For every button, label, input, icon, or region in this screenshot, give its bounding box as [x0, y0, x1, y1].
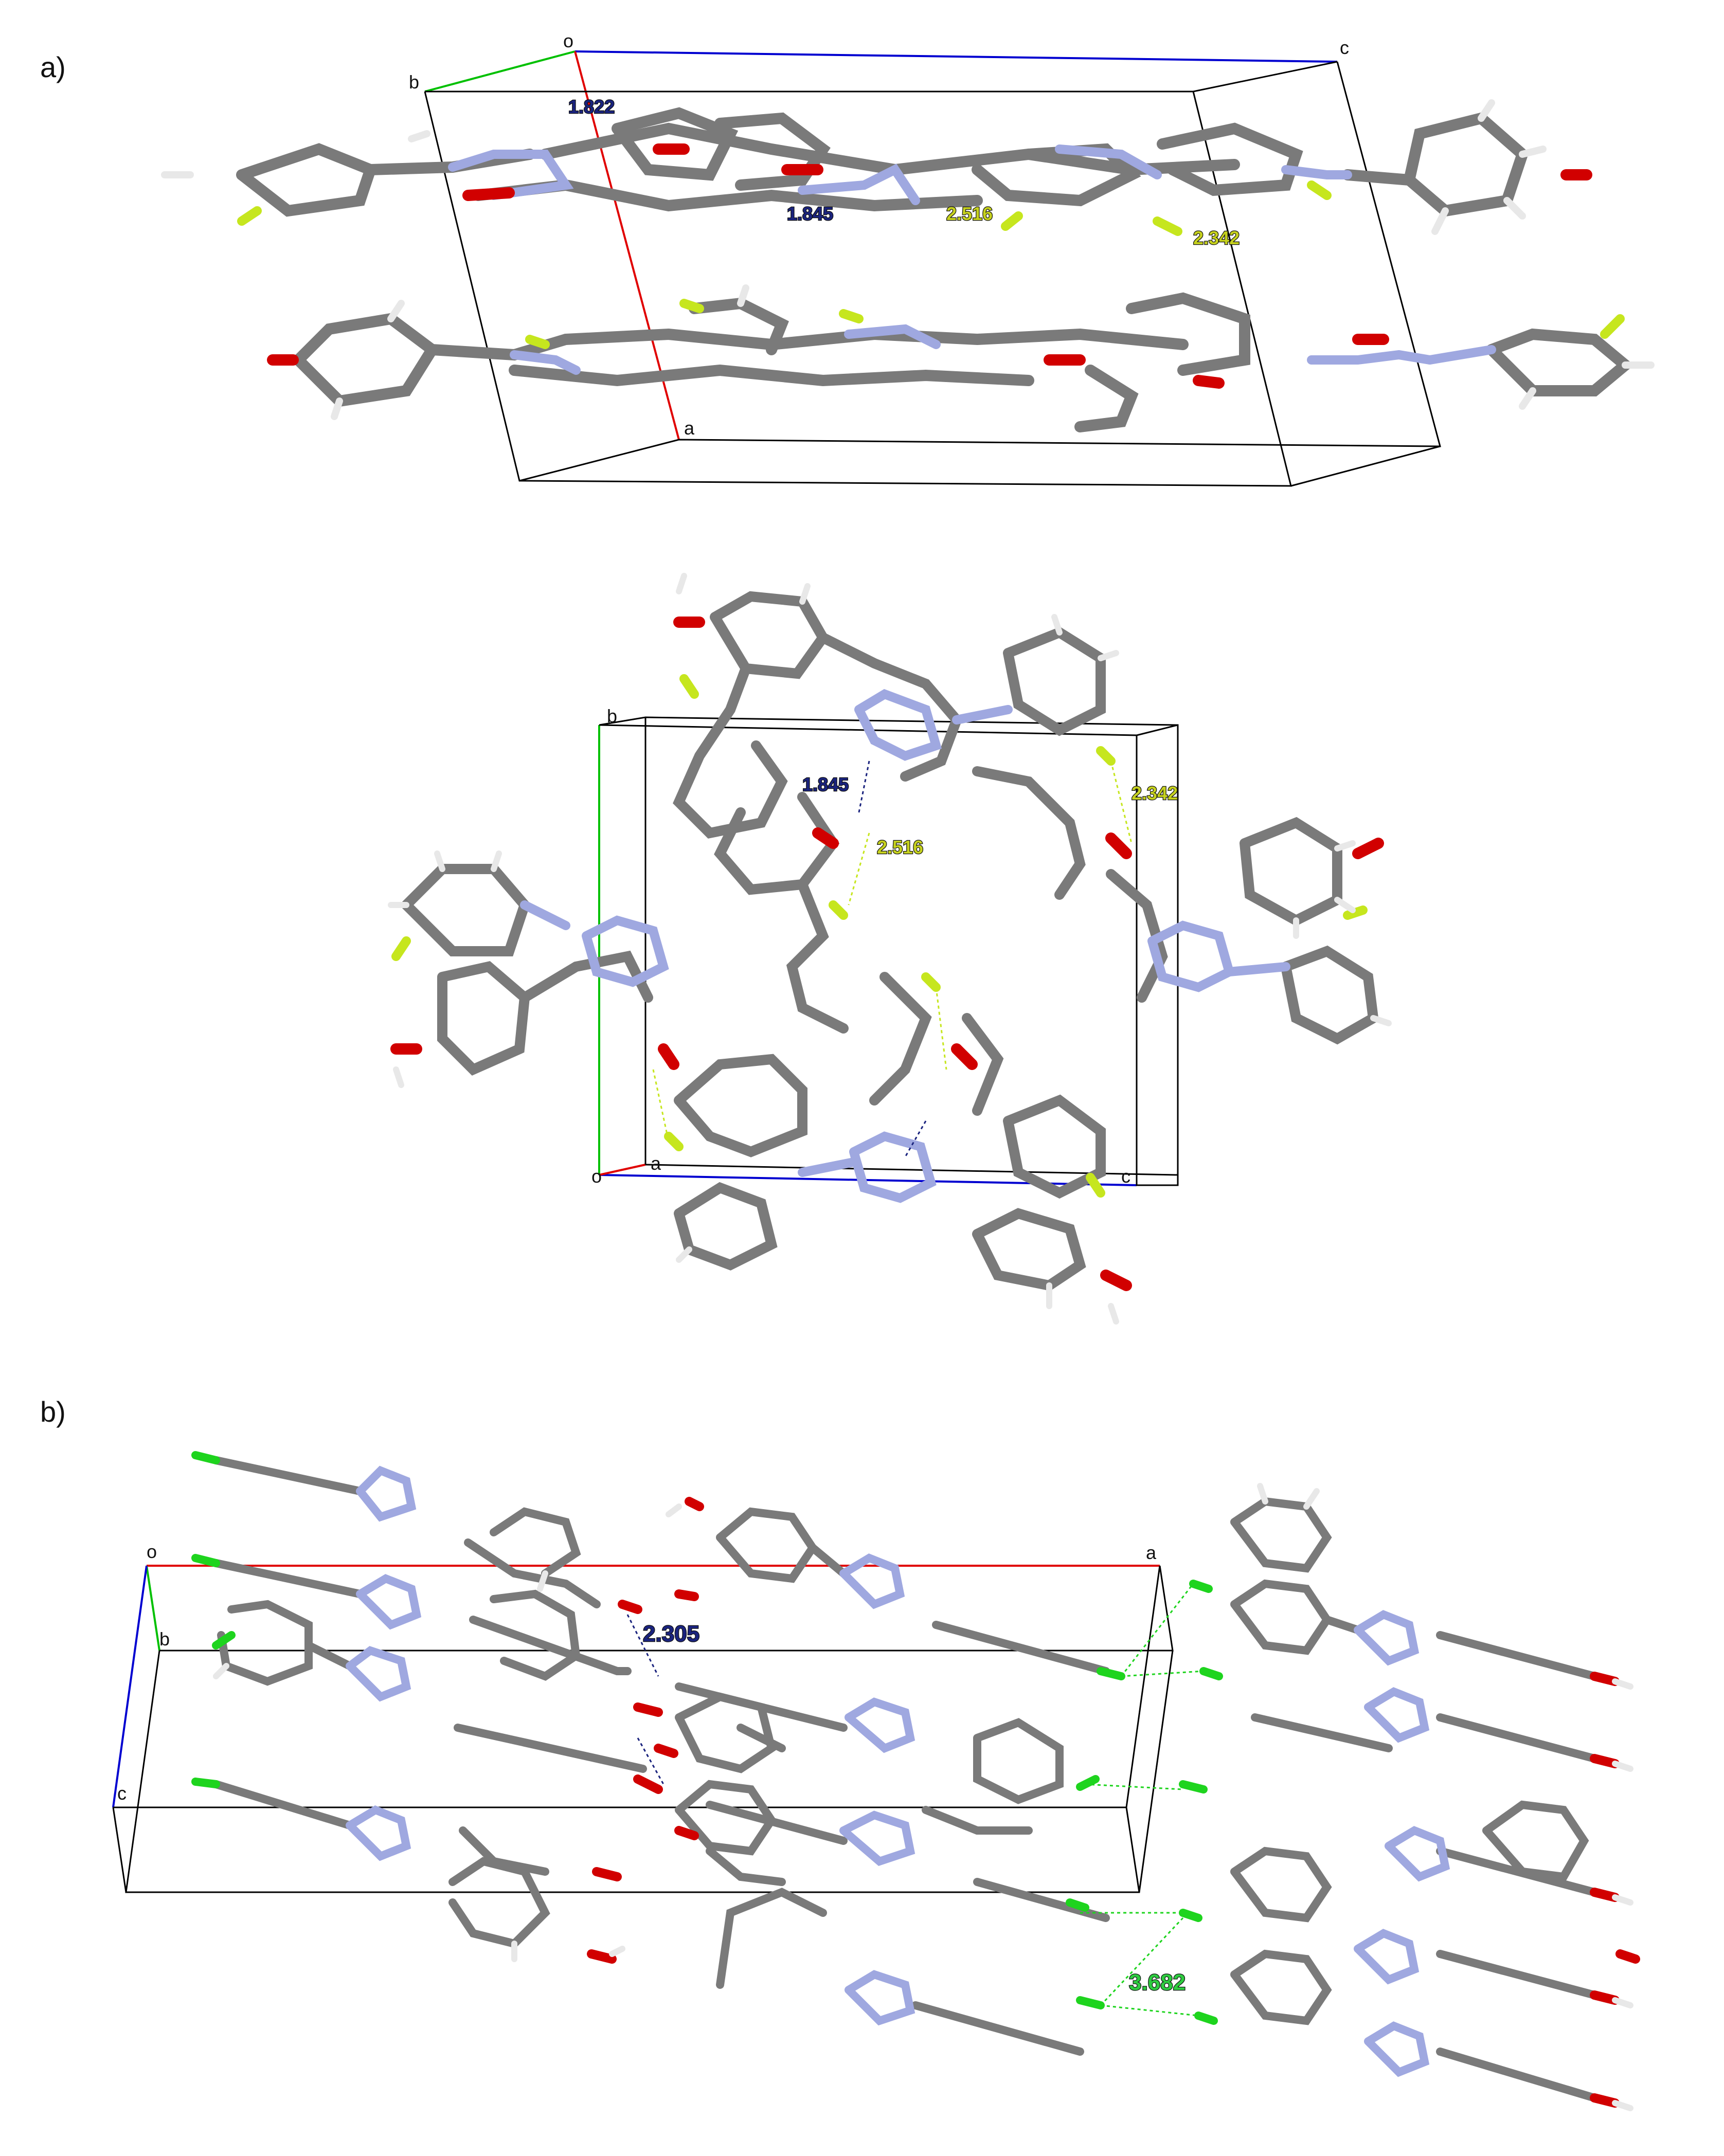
- unit-cell-b: o b c a: [112, 1541, 1174, 1893]
- molecule-layer-upper: [161, 99, 1592, 236]
- cell-axis-c: [574, 50, 1338, 63]
- cell-edge: [1125, 1807, 1140, 1893]
- distance-label-1: 2.305: [643, 1621, 699, 1646]
- cell-label-c: c: [1121, 1166, 1130, 1187]
- hbond-contact: [652, 1069, 670, 1142]
- cell-label-b: b: [159, 1628, 170, 1650]
- hbond-contact: [626, 1614, 659, 1677]
- halogen-contact: [1100, 2004, 1199, 2017]
- hbond-contact: [858, 760, 870, 813]
- unit-cell-a2: o b c a: [591, 705, 1179, 1187]
- distance-label-1: 1.845: [802, 774, 849, 795]
- cell-label-origin: o: [563, 30, 573, 51]
- panel-a-view-2: o b c a: [388, 573, 1392, 1325]
- hbond-contact: [1110, 760, 1133, 844]
- panel-label-a: a): [40, 51, 66, 83]
- cell-edge: [1136, 724, 1178, 736]
- cell-label-origin: o: [591, 1166, 602, 1187]
- cell-label-b: b: [607, 705, 617, 727]
- distance-label-3: 2.342: [1132, 783, 1178, 804]
- distance-label-2: 1.845: [787, 203, 833, 224]
- molecule-ring-assembly: [388, 573, 1392, 1325]
- distance-label-4: 2.342: [1193, 227, 1240, 248]
- hbond-contact: [904, 1120, 927, 1157]
- cell-label-a: a: [684, 418, 695, 439]
- distance-labels-b: 2.305 3.682: [642, 1621, 1187, 1996]
- cell-axis-c: [112, 1565, 148, 1808]
- cell-axis-b: [424, 50, 576, 93]
- cell-edge: [112, 1807, 127, 1893]
- cell-label-b: b: [409, 71, 419, 93]
- panel-a-view-1: a) o b c a: [40, 30, 1655, 487]
- hbond-contact: [848, 832, 870, 905]
- cell-edge: [519, 61, 1441, 482]
- hbond-contact: [935, 987, 947, 1070]
- cell-edge: [425, 61, 1338, 93]
- cell-edge: [125, 1650, 1174, 1893]
- panel-label-b: b): [40, 1396, 66, 1428]
- halogen-contact: [1085, 1783, 1183, 1790]
- cell-edge: [424, 91, 1292, 487]
- cell-label-c: c: [1340, 37, 1349, 58]
- cell-axis-c: [599, 1174, 1137, 1186]
- unit-cell-a1: o b c a: [409, 30, 1441, 487]
- cell-label-origin: o: [147, 1541, 157, 1562]
- distance-label-1: 1.822: [568, 96, 615, 117]
- distance-label-3: 2.516: [946, 203, 993, 224]
- cell-edge: [1290, 445, 1441, 487]
- cell-axis-a: [599, 1164, 646, 1176]
- cell-label-a: a: [1146, 1542, 1157, 1563]
- distance-label-2: 3.682: [1129, 1970, 1186, 1995]
- layered-molecules: [191, 1451, 1640, 2111]
- cell-label-a: a: [651, 1153, 661, 1174]
- hbond-contact: [637, 1737, 665, 1785]
- molecule-layer-lower: [267, 284, 1655, 432]
- cell-label-c: c: [117, 1783, 127, 1804]
- distance-labels-a1: 1.822 1.845 2.516 2.342: [568, 96, 1241, 249]
- halogen-contact: [1120, 1583, 1194, 1677]
- distance-label-2: 2.516: [877, 837, 923, 858]
- halogen-contact: [1121, 1670, 1204, 1677]
- distance-labels-a2: 1.845 2.516 2.342: [802, 773, 1179, 859]
- halogen-contact: [1100, 1917, 1184, 2006]
- panel-b: b) o b c a: [40, 1396, 1640, 2111]
- cell-axis-b: [146, 1565, 160, 1651]
